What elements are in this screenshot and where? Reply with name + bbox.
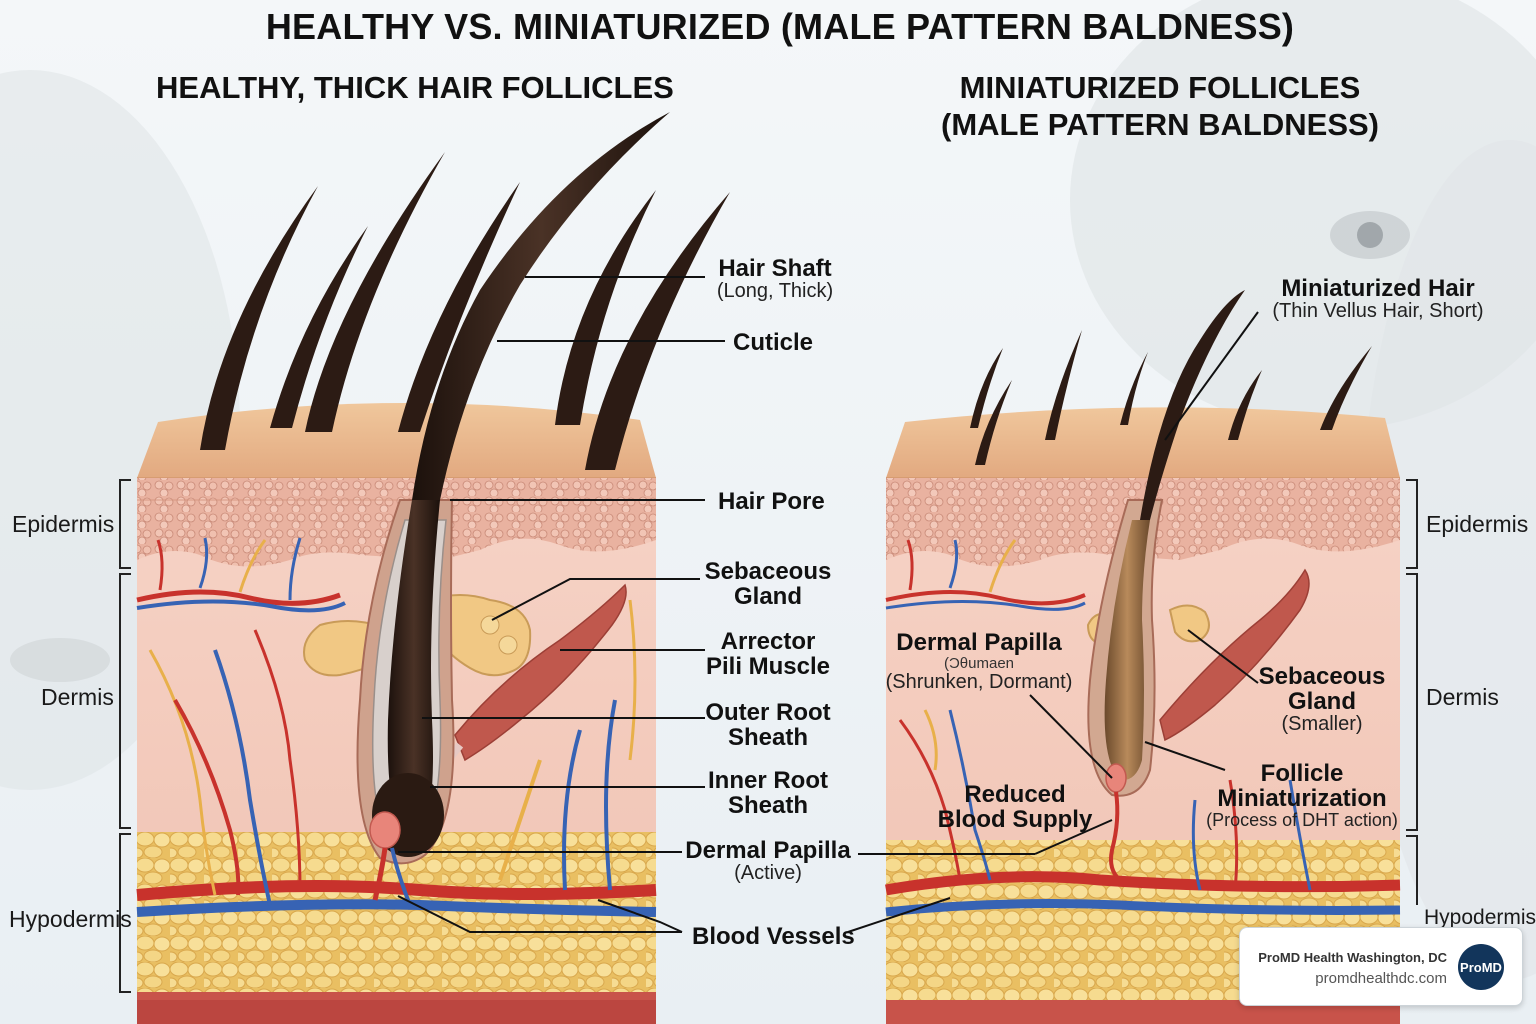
label-hair-shaft-sub: (Long, Thick) xyxy=(716,280,834,303)
label-mini-hair-sub: (Thin Vellus Hair, Short) xyxy=(1272,300,1484,323)
layer-hypodermis-right: Hypodermis xyxy=(1424,906,1536,929)
label-mini-papilla-sub: (Shrunken, Dormant) xyxy=(885,670,1073,693)
label-dermal-papilla-active: Dermal Papilla (Active) xyxy=(682,838,854,884)
label-reduced-line1: Reduced xyxy=(964,781,1066,808)
layer-brackets xyxy=(119,479,1418,993)
label-mini-papilla-garbled: (Ͻθumaen xyxy=(943,655,1015,673)
label-follicle-sub: (Process of DHT action) xyxy=(1206,810,1398,831)
label-arrector-line2: Pili Muscle xyxy=(705,653,831,681)
label-mini-sebaceous-line1: Sebaceous xyxy=(1258,663,1386,690)
label-papilla-sub: (Active) xyxy=(734,862,802,885)
label-outer-line2: Sheath xyxy=(727,724,808,752)
label-blood-vessels: Blood Vessels xyxy=(692,923,855,950)
label-papilla-title: Dermal Papilla xyxy=(685,837,851,864)
promd-badge[interactable]: ProMD Health Washington, DC promdhealthd… xyxy=(1239,927,1523,1006)
label-dermal-papilla-shrunken: Dermal Papilla (Ͻθumaen (Shrunken, Dorma… xyxy=(884,630,1074,693)
label-hair-shaft: Hair Shaft (Long, Thick) xyxy=(690,256,860,302)
promd-logo-icon: ProMD xyxy=(1458,944,1504,990)
layer-dermis-right: Dermis xyxy=(1426,684,1499,710)
healthy-panel-title: HEALTHY, THICK HAIR FOLLICLES xyxy=(156,70,674,105)
miniaturized-panel-title-line1: MINIATURIZED FOLLICLES xyxy=(959,70,1361,105)
label-sebaceous-gland: Sebaceous Gland xyxy=(690,558,846,611)
label-outer-line1: Outer Root xyxy=(705,699,831,726)
label-follicle-miniaturization: Follicle Miniaturization (Process of DHT… xyxy=(1203,761,1401,830)
miniaturized-skin-block xyxy=(885,290,1401,1024)
label-follicle-line2: Miniaturization xyxy=(1217,785,1387,813)
label-sebaceous-gland-smaller: Sebaceous Gland (Smaller) xyxy=(1240,664,1404,735)
label-inner-line2: Sheath xyxy=(727,792,808,820)
label-sebaceous-line2: Gland xyxy=(733,583,802,611)
label-arrector-pili: Arrector Pili Muscle xyxy=(690,628,846,681)
label-mini-papilla-title: Dermal Papilla xyxy=(896,629,1062,656)
page-title: HEALTHY VS. MINIATURIZED (MALE PATTERN B… xyxy=(265,6,1295,47)
layer-epidermis-right: Epidermis xyxy=(1426,511,1529,537)
layer-epidermis-left: Epidermis xyxy=(12,511,115,537)
label-reduced-blood-supply: Reduced Blood Supply xyxy=(910,781,1120,834)
healthy-skin-block xyxy=(136,112,730,1024)
label-hair-pore: Hair Pore xyxy=(718,488,825,515)
label-reduced-line2: Blood Supply xyxy=(937,806,1093,834)
label-mini-hair-title: Miniaturized Hair xyxy=(1281,275,1475,302)
miniaturized-panel-title-line2: (MALE PATTERN BALDNESS) xyxy=(941,106,1379,142)
label-inner-root-sheath: Inner Root Sheath xyxy=(690,767,846,820)
label-sebaceous-line1: Sebaceous xyxy=(704,558,832,585)
leader-lines xyxy=(397,276,1259,933)
badge-clinic-name: ProMD Health Washington, DC xyxy=(1258,950,1447,965)
label-inner-line1: Inner Root xyxy=(708,767,828,794)
layer-hypodermis-left: Hypodermis xyxy=(9,906,132,932)
layer-dermis-left: Dermis xyxy=(41,684,114,710)
label-cuticle: Cuticle xyxy=(733,329,814,356)
label-mini-sebaceous-sub: (Smaller) xyxy=(1281,713,1363,736)
label-mini-sebaceous-line2: Gland xyxy=(1287,688,1356,716)
badge-url[interactable]: promdhealthdc.com xyxy=(1315,970,1447,987)
label-miniaturized-hair: Miniaturized Hair (Thin Vellus Hair, Sho… xyxy=(1250,276,1506,322)
label-outer-root-sheath: Outer Root Sheath xyxy=(690,699,846,752)
miniaturized-panel-title: MINIATURIZED FOLLICLES (MALE PATTERN BAL… xyxy=(900,70,1420,142)
label-follicle-line1: Follicle xyxy=(1260,760,1344,787)
label-hair-shaft-title: Hair Shaft xyxy=(718,255,832,282)
label-arrector-line1: Arrector xyxy=(720,628,816,655)
